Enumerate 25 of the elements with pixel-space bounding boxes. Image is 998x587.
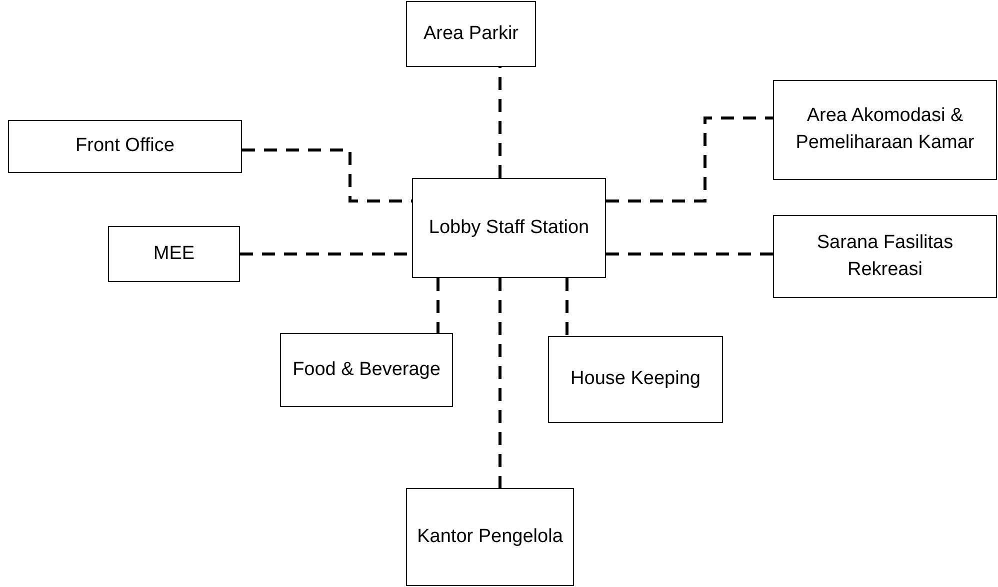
box-label: Lobby Staff Station — [428, 216, 590, 240]
box-label: Kantor Pengelola — [417, 524, 563, 549]
process-box — [412, 178, 606, 278]
box-label: House Keeping — [570, 367, 700, 392]
connector-line — [566, 278, 568, 336]
process-box — [406, 1, 536, 67]
box-label: Front Office — [76, 134, 174, 158]
box-label: Sarana Fasilitas Rekreasi — [816, 230, 954, 282]
connector-line — [498, 278, 502, 488]
process-box — [548, 336, 723, 423]
connector-line — [606, 116, 773, 202]
box-label: Area Akomodasi & Pemeliharaan Kamar — [794, 104, 976, 155]
connector-line — [606, 252, 773, 256]
process-box — [108, 226, 240, 282]
connector-line — [436, 278, 440, 333]
connector-line — [242, 148, 412, 202]
process-box — [406, 488, 574, 586]
process-box — [280, 333, 453, 407]
process-box — [8, 120, 242, 173]
box-label: MEE — [153, 242, 195, 266]
box-label: Food & Beverage — [292, 358, 440, 382]
box-label: Area Parkir — [423, 22, 519, 46]
connector-line — [498, 67, 502, 178]
process-box — [773, 215, 997, 298]
process-box — [773, 80, 997, 180]
